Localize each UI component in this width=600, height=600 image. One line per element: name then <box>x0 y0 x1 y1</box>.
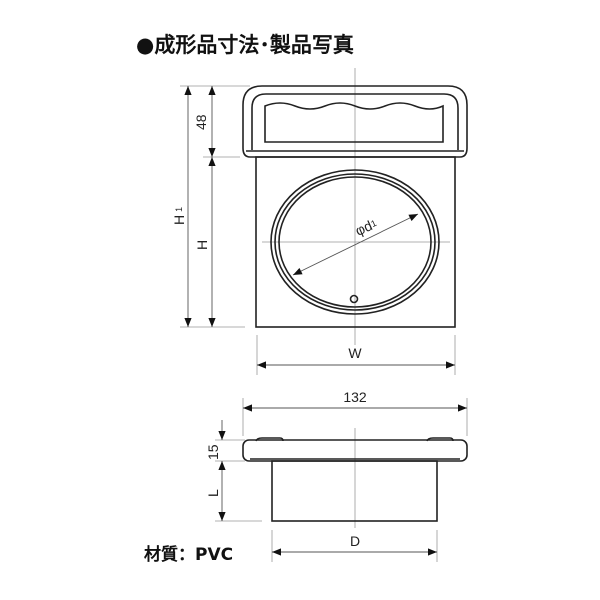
length-label: L <box>205 489 221 497</box>
material-label: 材質：PVC <box>144 544 233 565</box>
body-outline <box>255 156 456 328</box>
handle-inner-rim <box>251 93 459 150</box>
top-view: φd1 48 H1 H W <box>171 68 468 375</box>
drain-hole <box>349 294 359 304</box>
handle-outer <box>242 85 468 158</box>
h1-label: H1 <box>171 207 187 225</box>
w-label: W <box>348 345 362 361</box>
flange-thickness-label: 15 <box>205 444 221 460</box>
handle-grip-opening <box>264 102 444 143</box>
inner-ring <box>278 176 432 308</box>
d1-label: φd1 <box>353 215 380 239</box>
spigot-body <box>271 460 438 522</box>
page-title: ●成形品寸法･製品写真 <box>136 33 354 57</box>
side-view: 132 15 L D <box>205 389 468 562</box>
diameter-d1-dimension <box>292 213 419 276</box>
h-label: H <box>194 240 210 250</box>
flange-width-label: 132 <box>343 389 367 405</box>
d-label: D <box>350 533 360 549</box>
handle-height-label: 48 <box>193 114 209 130</box>
outer-ring <box>270 169 440 315</box>
